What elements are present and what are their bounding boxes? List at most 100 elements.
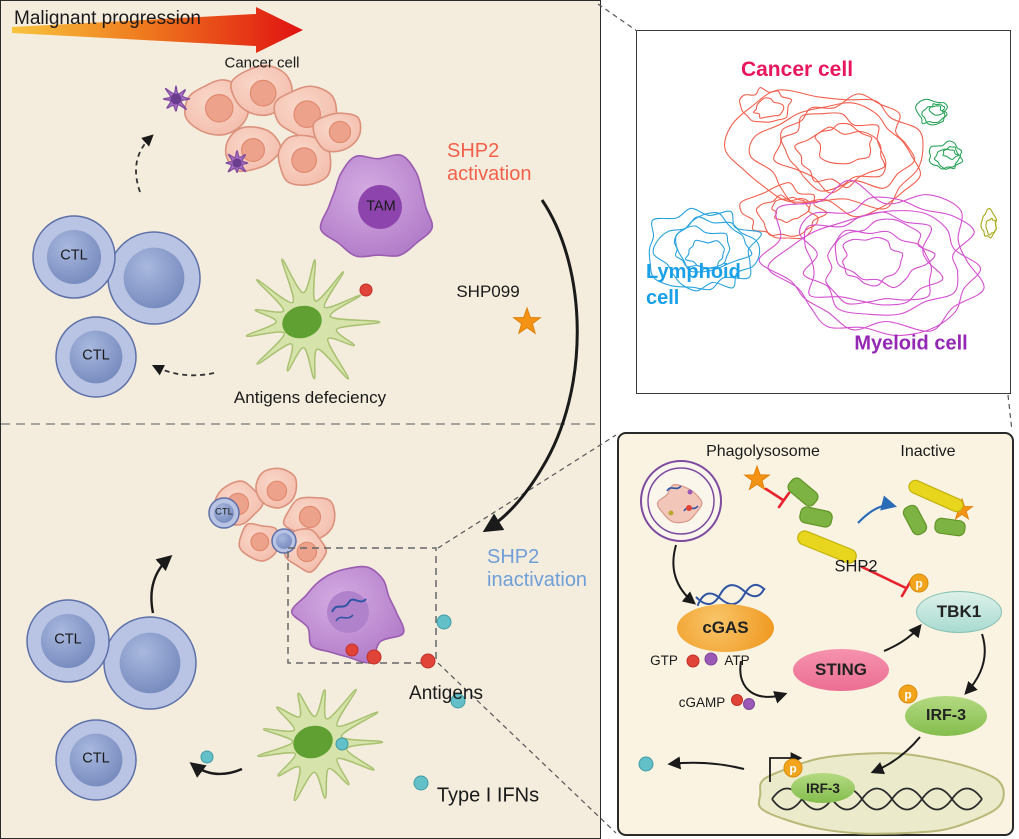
- tsne-contour: [928, 103, 946, 116]
- tsne-contour: [842, 236, 904, 287]
- tsne-contour: [980, 208, 997, 239]
- malignant-progression-title: Malignant progression: [14, 8, 201, 29]
- irf3-nucleus-node: IRF-3: [791, 773, 855, 803]
- tsne-contour: [933, 148, 961, 170]
- shp099-star-icon: [744, 465, 770, 490]
- tsne-lymphoid-label: Lymphoid cell: [646, 259, 741, 311]
- cancer-cell-nucleus: [249, 79, 277, 107]
- transcription-arrow: [769, 752, 803, 782]
- irf3-to-nucleus-arrow: [870, 736, 921, 775]
- ctl-core: [119, 632, 181, 694]
- type-i-ifns-label: Type I IFNs: [436, 784, 540, 807]
- tsne-contour: [803, 211, 944, 306]
- ctl-label: CTL: [60, 247, 88, 264]
- tsne-contour: [755, 194, 819, 237]
- tsne-contour: [767, 210, 981, 337]
- shp2-inactivation-line: inactivation: [487, 569, 588, 591]
- shp2-label: SHP2: [834, 557, 878, 576]
- antigen-dot: [345, 643, 359, 657]
- cancer-cell-nucleus: [266, 480, 288, 502]
- cgamp-dot: [743, 698, 755, 710]
- cgamp-dot: [731, 694, 743, 706]
- tsne-contour: [780, 112, 887, 192]
- cgamp-label: cGAMP: [678, 695, 726, 711]
- tsne-cancer-label: Cancer cell: [740, 57, 854, 81]
- tsne-contour: [748, 102, 922, 218]
- ifn-secretion-arrow: [667, 756, 745, 770]
- cgas-to-sting-arrow: [739, 660, 788, 704]
- callout-line: [1007, 394, 1013, 432]
- tsne-contour: [794, 126, 886, 189]
- tbk1-node: TBK1: [916, 591, 1002, 633]
- atp-label: ATP: [724, 653, 750, 669]
- cancer-cell-nucleus: [205, 93, 234, 123]
- ctl-attack-arrow: [150, 554, 173, 614]
- tsne-contour: [738, 87, 793, 123]
- ifn-dot: [413, 775, 429, 791]
- antigen-dot: [366, 649, 382, 665]
- ctl-core: [69, 733, 123, 787]
- tam-nucleus: [358, 185, 402, 229]
- cancer-cell-label: Cancer cell: [224, 54, 300, 72]
- cancer-cell-nucleus: [293, 100, 321, 128]
- atp-dot: [704, 652, 718, 666]
- ctl-core: [123, 247, 185, 309]
- inhibition-bar: [764, 487, 791, 509]
- tsne-contour: [942, 146, 960, 160]
- tsne-contour: [799, 196, 975, 316]
- antigen-dot: [420, 653, 436, 669]
- phospho-badge: p: [898, 684, 918, 704]
- tsne-contour: [724, 89, 924, 210]
- zoom-rect: [287, 547, 437, 664]
- dc-signal-arrow: [189, 762, 243, 778]
- shp099-label: SHP099: [456, 282, 520, 302]
- cells-and-clusters: [26, 64, 1005, 835]
- tsne-myeloid-label: Myeloid cell: [854, 332, 968, 355]
- ifn-dot: [335, 737, 349, 751]
- dying-cell-core: [232, 158, 242, 168]
- tbk1-to-irf3-arrow: [964, 633, 986, 695]
- tsne-contour: [773, 93, 915, 194]
- tsne-contour: [985, 217, 997, 236]
- cancer-cell-nucleus: [240, 137, 266, 163]
- ctl-attack-arrow-dashed: [135, 134, 154, 193]
- speck-dot: [668, 510, 674, 516]
- antigens-deficiency-label: Antigens defeciency: [233, 388, 387, 408]
- tsne-lymphoid-line: cell: [646, 287, 680, 309]
- dna-fragment: [335, 614, 354, 622]
- tam-label: TAM: [366, 198, 396, 215]
- irf3-node: IRF-3: [905, 696, 987, 736]
- inactive-label: Inactive: [900, 442, 956, 460]
- cancer-cell-nucleus: [328, 120, 352, 144]
- speck-dot: [687, 489, 693, 495]
- ctl-label: CTL: [54, 631, 82, 648]
- ifn-dot: [450, 693, 466, 709]
- ctl-core: [69, 330, 123, 384]
- tsne-contour: [921, 105, 948, 126]
- shp2-activation-label: SHP2 activation: [447, 140, 532, 186]
- phagolysosome-inner-membrane: [647, 467, 715, 535]
- ctl-label-small: CTL: [215, 506, 233, 518]
- ctl-core: [40, 613, 96, 669]
- shp2-activation-line: SHP2: [447, 140, 500, 162]
- phospho-badge: p: [909, 573, 929, 593]
- antigens-label: Antigens: [409, 683, 483, 705]
- ctl-core: [276, 533, 292, 549]
- shp2-transition-arrow: [482, 199, 579, 533]
- cancer-cell-nucleus: [298, 505, 322, 529]
- shp2-inactivation-label: SHP2 inactivation: [487, 546, 587, 592]
- phago-to-cgas-arrow: [672, 544, 697, 605]
- tsne-contour: [771, 196, 811, 223]
- phagolysosome-label: Phagolysosome: [706, 442, 820, 460]
- cancer-cell-nucleus: [250, 532, 270, 552]
- tsne-contour: [648, 207, 762, 291]
- inactivation-arrow-blue: [857, 495, 897, 524]
- ifn-dot: [436, 614, 452, 630]
- cancer-cell-nucleus: [291, 147, 318, 174]
- ctl-label: CTL: [82, 750, 110, 767]
- annotations: [1, 3, 1013, 834]
- callout-line: [437, 434, 617, 549]
- ctl-core: [214, 503, 234, 523]
